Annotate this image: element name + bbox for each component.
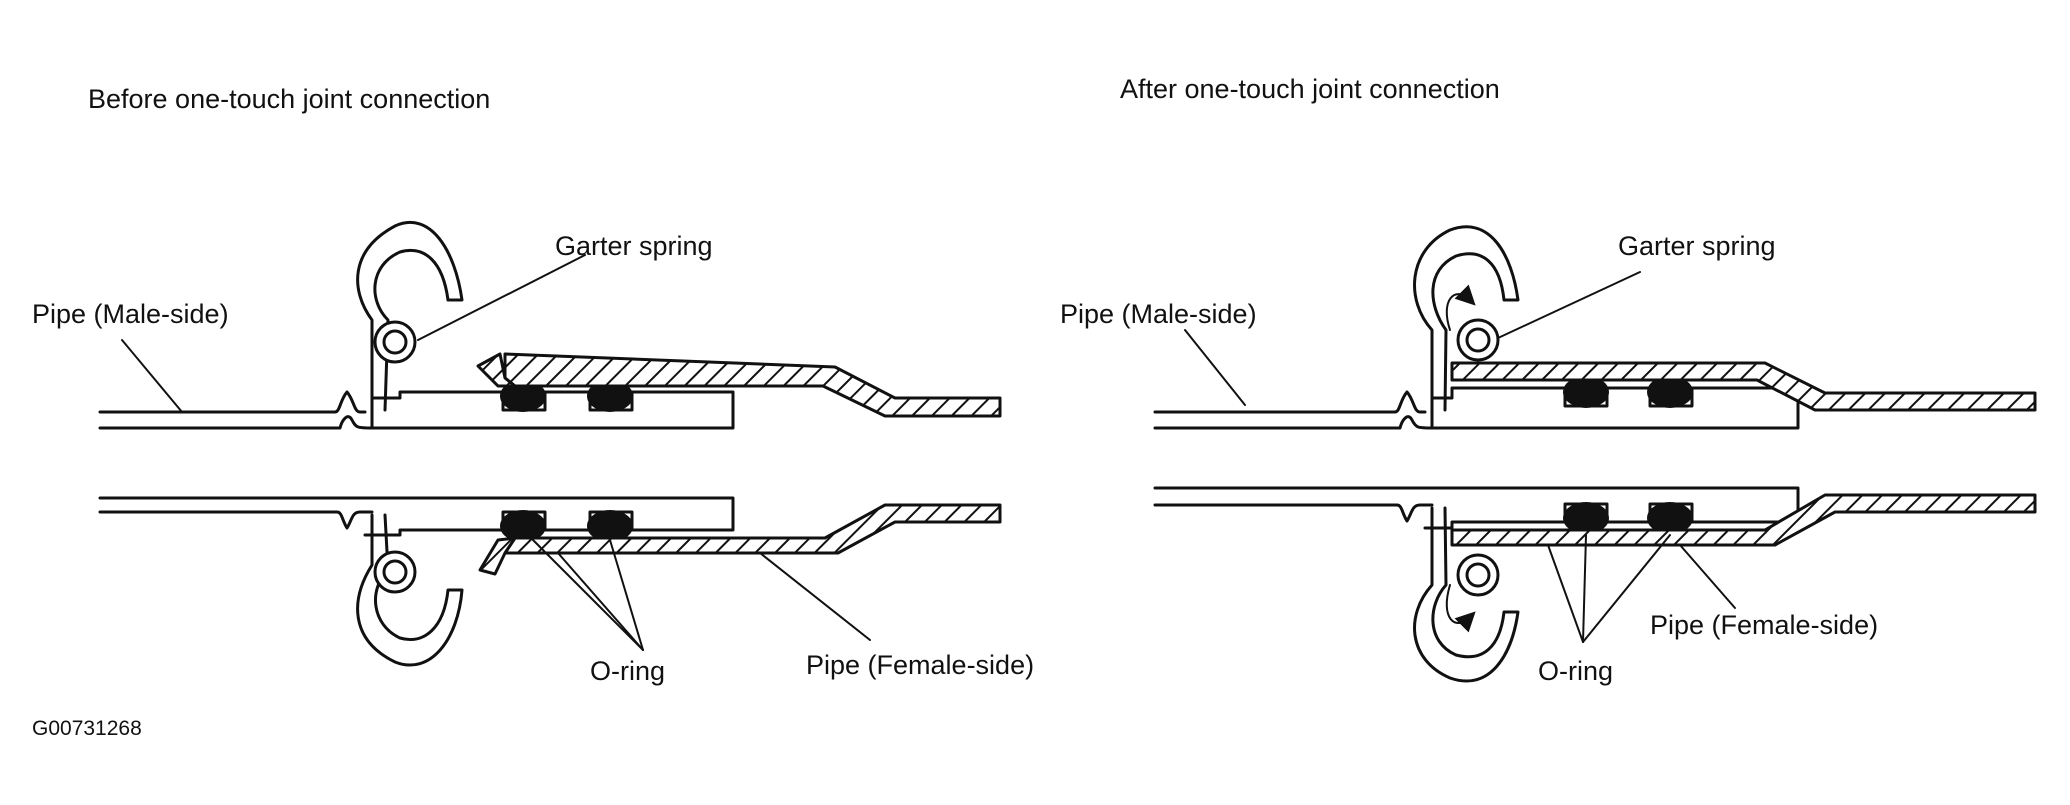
figure-id: G00731268 <box>32 717 142 740</box>
spring-retainer-upper <box>356 220 464 412</box>
leader-o-ring-right-1 <box>1582 534 1587 643</box>
spring-movement-arrow-upper <box>1445 284 1476 331</box>
female-pipe-lower-wall <box>503 503 1002 555</box>
spring-retainer-lower-after <box>1413 506 1520 683</box>
female-pipe-lower-wall-after <box>1450 493 2037 547</box>
after-title: After one-touch joint connection <box>1120 74 1500 104</box>
label-o-ring-left: O-ring <box>590 656 665 686</box>
spring-retainer-upper-after <box>1413 225 1520 412</box>
leader-garter-spring-right <box>1497 271 1641 339</box>
garter-spring-left-lower-inner <box>382 559 408 585</box>
label-garter-spring-left: Garter spring <box>555 231 713 261</box>
spring-movement-arrow-lower <box>1445 584 1476 633</box>
garter-spring-left-upper-inner <box>382 329 408 355</box>
leader-o-ring-left-1 <box>532 539 644 651</box>
female-pipe-upper-wall-after <box>1450 361 2037 412</box>
label-o-ring-right: O-ring <box>1538 656 1613 686</box>
male-pipe-upper-wall-after <box>1153 386 1800 430</box>
label-pipe-male-right: Pipe (Male-side) <box>1060 299 1257 329</box>
leader-o-ring-left-3 <box>557 552 644 651</box>
panel-before: Before one-touch joint connection <box>32 84 1034 686</box>
leader-o-ring-right-3 <box>1582 534 1671 643</box>
label-pipe-male-left: Pipe (Male-side) <box>32 299 229 329</box>
panel-after: After one-touch joint connection <box>1060 74 2037 686</box>
leader-o-ring-right-2 <box>1547 544 1584 643</box>
leader-pipe-female-left <box>759 552 871 641</box>
leader-pipe-male-right <box>1184 329 1246 406</box>
garter-spring-right-lower-inner <box>1465 562 1491 588</box>
leader-o-ring-left-2 <box>609 539 644 651</box>
label-pipe-female-right: Pipe (Female-side) <box>1650 610 1878 640</box>
female-pipe-upper-flare <box>476 352 517 388</box>
male-pipe-upper-wall <box>98 390 735 430</box>
label-pipe-female-left: Pipe (Female-side) <box>806 650 1034 680</box>
male-pipe-lower-wall <box>98 496 735 537</box>
male-pipe-lower-wall-after <box>1153 486 1800 530</box>
label-garter-spring-right: Garter spring <box>1618 231 1776 261</box>
leader-pipe-female-right <box>1679 544 1736 609</box>
female-pipe-lower-flare <box>478 536 517 576</box>
before-title: Before one-touch joint connection <box>88 84 490 114</box>
garter-spring-right-upper-inner <box>1465 327 1491 353</box>
female-pipe-upper-wall <box>503 352 1002 418</box>
leader-pipe-male-left <box>121 339 183 413</box>
spring-retainer-lower <box>356 513 464 667</box>
leader-garter-spring-left <box>417 254 586 341</box>
